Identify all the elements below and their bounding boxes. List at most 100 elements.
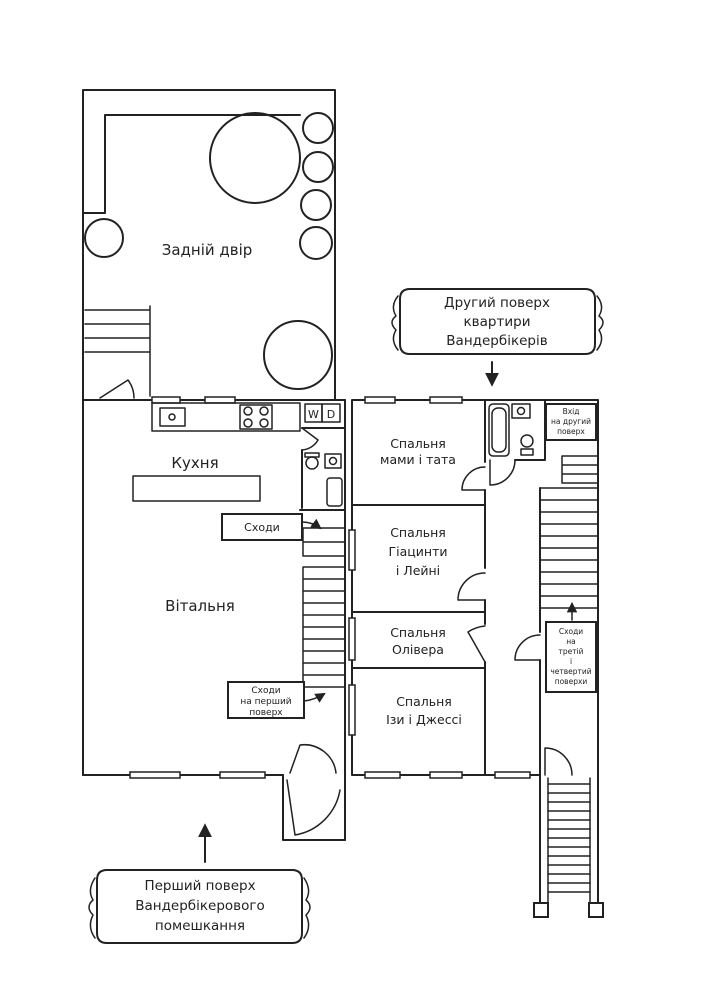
banner-curl-left xyxy=(88,877,96,939)
window xyxy=(348,529,356,571)
stairs-to-upper-floors xyxy=(539,487,599,609)
bathtub xyxy=(326,477,343,507)
stove xyxy=(239,404,273,430)
stairs-first-floor-line-2: на перший xyxy=(240,697,291,707)
entrance-vestibule xyxy=(282,774,346,841)
first-floor-banner-line-1: Перший поверх xyxy=(144,878,255,894)
bedroom-parents-line-1: Спальня xyxy=(390,436,446,451)
window xyxy=(129,771,181,779)
window xyxy=(364,771,401,779)
second-floor-plan: Спальня мами і тата Спальня Гіацинти і Л… xyxy=(348,396,604,918)
sink-drain xyxy=(168,413,176,421)
stairs-small xyxy=(302,527,346,557)
first-floor-banner-line-3: помешкання xyxy=(155,918,245,934)
stairs-third-fourth-line-4: і xyxy=(570,657,572,666)
stoop-post-right xyxy=(588,902,604,918)
stairs-first-floor-line-3: поверх xyxy=(249,708,283,718)
tree-large xyxy=(209,112,301,204)
window xyxy=(348,684,356,736)
second-floor-banner: Другий поверх квартири Вандербікерів xyxy=(391,288,604,355)
entrance-second-floor-line-2: на другий xyxy=(551,417,591,426)
living-room-label: Вітальня xyxy=(165,597,235,615)
banner-scroll xyxy=(96,869,303,944)
backyard-stair-steps xyxy=(84,305,151,397)
bedroom-oliver-line-1: Спальня xyxy=(390,625,446,640)
bathroom-sink-drain xyxy=(328,456,338,466)
banner-curl-right xyxy=(596,295,604,351)
dryer xyxy=(321,403,341,423)
counter-top xyxy=(151,402,301,432)
front-door-outer xyxy=(286,779,341,836)
second-floor-banner-line-1: Другий поверх xyxy=(444,295,550,311)
bathtub-inner xyxy=(491,407,507,453)
front-stoop-stairs xyxy=(533,774,604,918)
entrance-stairs xyxy=(561,455,599,484)
window xyxy=(204,396,236,404)
entrance-second-floor-line-3: поверх xyxy=(557,427,585,436)
stairs-callout-box xyxy=(221,513,303,541)
first-floor-banner-line-2: Вандербікерового xyxy=(135,898,265,914)
stove-burner xyxy=(243,406,253,416)
stairs-third-fourth-line-5: четвертий xyxy=(550,667,591,676)
first-floor-banner: Перший поверх Вандербікерового помешканн… xyxy=(88,869,311,944)
stairs-third-fourth-callout-box xyxy=(545,621,597,693)
bedroom-oliver-line-2: Олівера xyxy=(392,642,444,657)
bedroom-hyacinth-line-2: Гіацинти xyxy=(389,544,448,559)
stairs-first-floor-arrow xyxy=(303,692,326,703)
kitchen-island xyxy=(132,475,261,502)
bathroom-sink xyxy=(324,453,342,469)
tree-small xyxy=(300,189,332,221)
first-floor-plan: Задній двір W D xyxy=(82,89,346,841)
entrance-second-floor-callout-box xyxy=(545,403,597,441)
tree-small xyxy=(302,151,334,183)
window xyxy=(429,771,463,779)
window xyxy=(151,396,181,404)
backyard-inner-fence xyxy=(82,114,301,214)
washer-label: W xyxy=(308,408,319,421)
stoop-steps xyxy=(547,783,591,893)
stairs-first-floor-line-1: Сходи xyxy=(251,686,280,696)
stairs-third-fourth-line-2: на xyxy=(566,637,576,646)
banner-curl-right xyxy=(303,877,311,939)
entrance-second-floor-line-1: Вхід xyxy=(563,407,580,416)
bathroom-sink-drain xyxy=(516,406,526,416)
bathtub xyxy=(488,403,510,457)
backyard-door xyxy=(99,379,135,399)
bathroom-door xyxy=(489,459,516,486)
second-floor-outer-walls xyxy=(351,399,599,776)
stove-burner xyxy=(243,418,253,428)
first-floor-bathroom xyxy=(299,427,346,511)
bedroom-hyacinth-line-1: Спальня xyxy=(390,525,446,540)
tree-medium xyxy=(263,320,333,390)
door-hallway-to-stairs xyxy=(514,634,541,661)
banner-scroll xyxy=(399,288,596,355)
stairs-third-fourth-line-6: поверхи xyxy=(555,677,588,686)
bedroom-hyacinth-line-3: і Лейні xyxy=(396,563,440,578)
window xyxy=(429,396,463,404)
toilet-tank xyxy=(520,448,534,456)
stove-burner xyxy=(259,418,269,428)
stoop-post-left xyxy=(533,902,549,918)
window xyxy=(219,771,266,779)
tree-small xyxy=(84,218,124,258)
backyard-label: Задній двір xyxy=(162,241,253,259)
second-floor-banner-line-2: квартири xyxy=(464,314,531,330)
bedroom-isa-line-1: Спальня xyxy=(396,694,452,709)
front-door-inner xyxy=(289,743,337,774)
stairs-to-first-floor xyxy=(302,566,346,690)
backyard-trees xyxy=(84,112,334,390)
toilet xyxy=(520,434,534,448)
stairs-first-floor-callout-box xyxy=(227,681,305,719)
sink xyxy=(159,407,186,427)
stoop-sides xyxy=(539,774,599,905)
bedroom-isa-line-2: Ізи і Джессі xyxy=(386,712,462,727)
backyard-stairs xyxy=(84,305,151,399)
tree-small xyxy=(302,112,334,144)
door-hyacinth-bedroom xyxy=(457,572,486,601)
dryer-label: D xyxy=(327,408,335,421)
stairs-third-fourth-line-1: Сходи xyxy=(559,627,583,636)
door-building-entrance xyxy=(544,747,573,776)
bathroom-walls xyxy=(299,427,346,511)
window xyxy=(364,396,396,404)
